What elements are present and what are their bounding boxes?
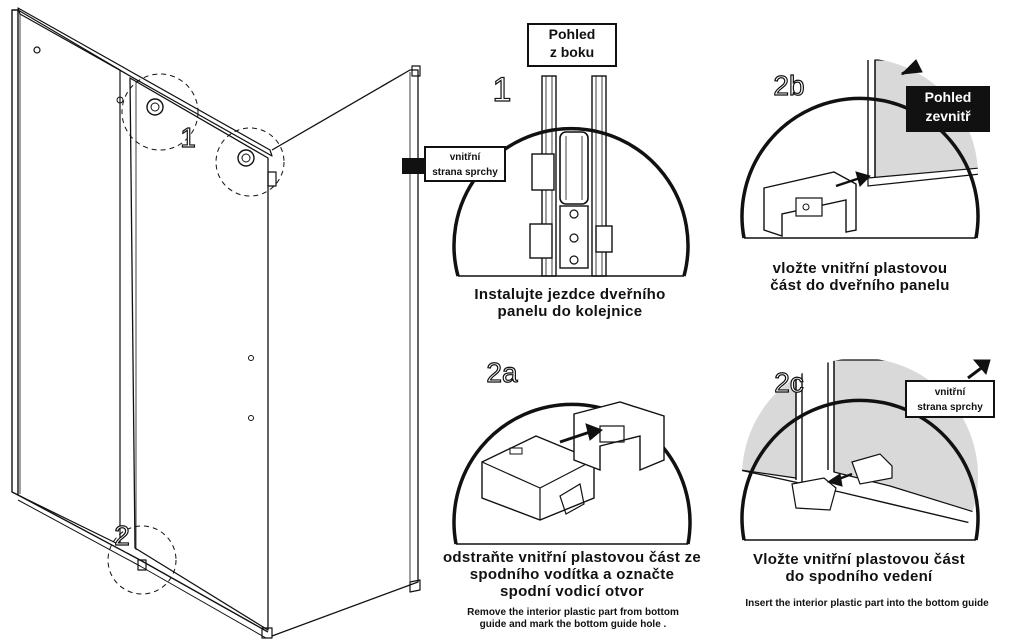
step-2a-caption-cz: odstraňte vnitřní plastovou část ze spod…: [442, 549, 702, 600]
step-2b-caption: vložte vnitřní plastovou část do dveřníh…: [770, 260, 950, 294]
shower-inside-tag-2c: vnitřní strana sprchy: [905, 380, 995, 418]
step-1-caption: Instalujte jezdce dveřního panelu do kol…: [474, 286, 666, 320]
step-1-number: 1: [180, 122, 196, 153]
side-view-tag: Pohled z boku: [527, 23, 617, 67]
step-2c-caption-en: Insert the interior plastic part into th…: [745, 598, 989, 609]
step-2b-number: 2b: [773, 70, 804, 101]
step-1-detail: [452, 75, 690, 277]
step-2c-caption-cz: Vložte vnitřní plastovou část do spodníh…: [752, 551, 966, 585]
step-2a-number: 2a: [486, 357, 518, 388]
step-1-detail-number: 1: [493, 71, 512, 109]
shower-inside-tag: vnitřní strana sprchy: [424, 146, 506, 182]
step-2a-detail: [452, 401, 692, 545]
step-2-number: 2: [114, 520, 130, 551]
inside-view-tag: Pohled zevnitř: [906, 86, 990, 132]
step-2c-number: 2c: [774, 367, 804, 398]
shower-enclosure: [11, 7, 424, 639]
step-2a-caption-en: Remove the interior plastic part from bo…: [467, 607, 679, 630]
